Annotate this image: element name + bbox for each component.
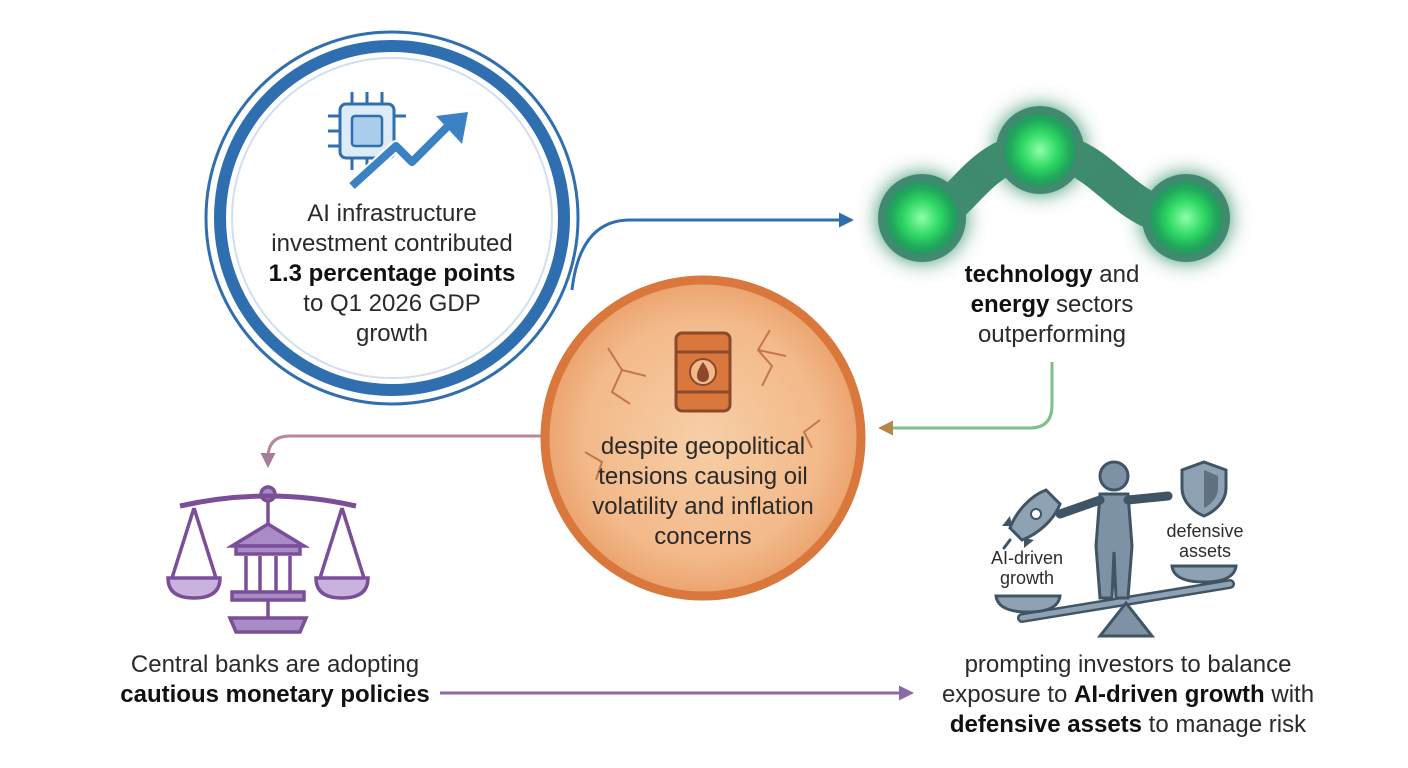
sectors-line3: outperforming <box>977 321 1127 348</box>
scale-left-label: AI-driven growth <box>972 548 1082 588</box>
central-banks-line2: cautious monetary policies <box>120 681 430 708</box>
ai-investment-node <box>204 30 580 406</box>
balance-bank-icon <box>166 485 370 634</box>
investors-line3-post: to manage risk <box>1142 711 1307 738</box>
geopolitics-line4: concerns <box>654 523 752 550</box>
investors-line1: prompting investors to balance <box>964 651 1292 678</box>
geopolitics-line2: tensions causing oil <box>598 463 808 490</box>
investors-line3-bold: defensive assets <box>949 711 1143 738</box>
investor-seesaw-icon <box>994 460 1238 638</box>
ai-investment-label: AI infrastructure investment contributed… <box>232 199 552 349</box>
ai-investment-line1: AI infrastructure <box>307 200 477 227</box>
scale-right-label-2: assets <box>1178 541 1232 561</box>
ai-investment-line2: investment contributed <box>271 230 513 257</box>
geopolitics-line1: despite geopolitical <box>600 433 806 460</box>
sector-nodes-icon <box>878 106 1230 262</box>
chip-growth-icon <box>328 92 468 191</box>
investors-label: prompting investors to balance exposure … <box>918 650 1338 740</box>
central-banks-line1: Central banks are adopting <box>130 651 420 678</box>
scale-right-label-1: defensive <box>1166 521 1244 541</box>
sectors-rest1: and <box>1092 261 1140 288</box>
oil-barrel-icon <box>674 331 732 413</box>
ai-investment-line4: to Q1 2026 GDP <box>303 290 481 317</box>
central-banks-label: Central banks are adopting cautious mone… <box>110 650 440 710</box>
sectors-rest2: sectors <box>1049 291 1134 318</box>
investors-line2-bold: AI-driven growth <box>1074 681 1265 708</box>
sectors-label: technology and energy sectors outperform… <box>912 260 1192 350</box>
sectors-bold1: technology <box>964 261 1093 288</box>
connector-sectors-to-geopolitics <box>878 362 1054 436</box>
investors-line2-pre: exposure to <box>941 681 1075 708</box>
geopolitics-node <box>540 275 866 601</box>
shield-icon <box>1180 460 1228 518</box>
scale-right-label: defensive assets <box>1150 521 1260 561</box>
connector-ai-to-sectors <box>570 212 854 291</box>
geopolitics-line3: volatility and inflation <box>592 493 814 520</box>
ai-investment-line5: growth <box>355 320 429 347</box>
rocket-icon <box>1002 488 1062 550</box>
connector-geopolitics-to-central-banks <box>260 434 548 468</box>
ai-investment-line3: 1.3 percentage points <box>268 260 516 287</box>
investors-line2-post: with <box>1264 681 1315 708</box>
scale-left-label-1: AI-driven <box>990 548 1064 568</box>
sectors-bold2: energy <box>970 291 1050 318</box>
scale-left-label-2: growth <box>999 568 1055 588</box>
geopolitics-label: despite geopolitical tensions causing oi… <box>563 432 843 552</box>
